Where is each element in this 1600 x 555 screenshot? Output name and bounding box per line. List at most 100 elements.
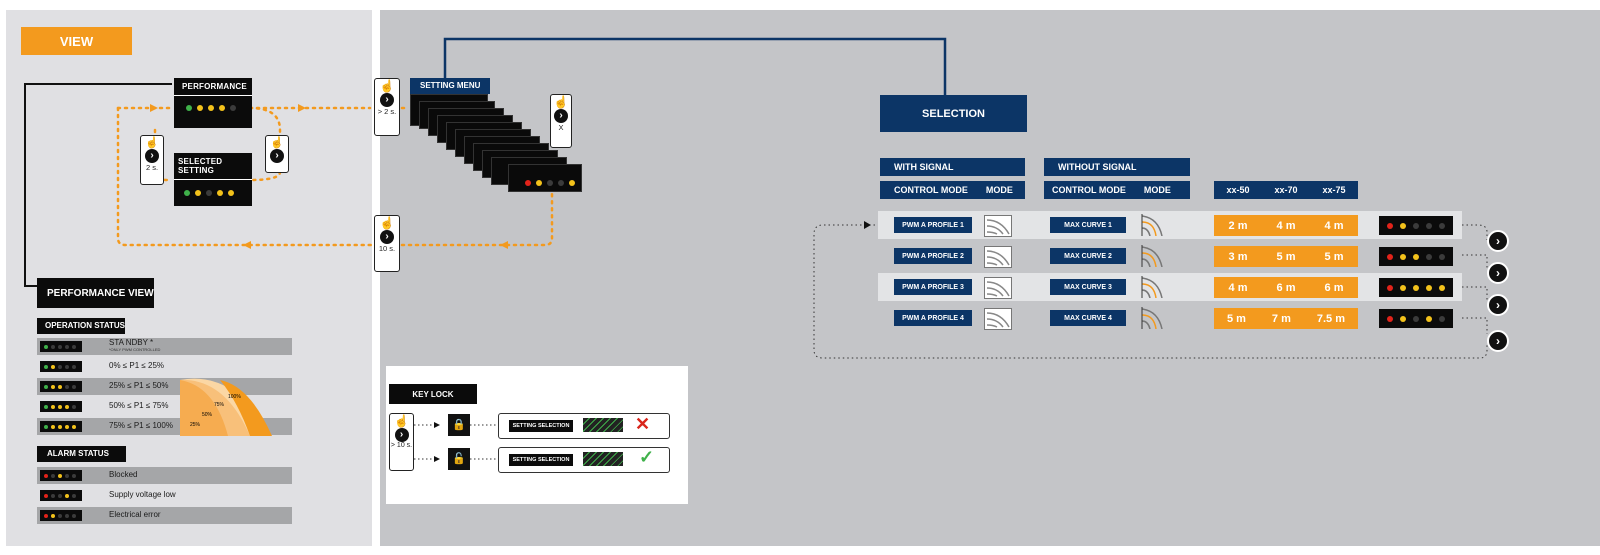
chevron-right-icon: ›: [394, 428, 409, 442]
operation-status-row: 50% ≤ P1 ≤ 75%: [37, 398, 292, 415]
max-curve-icon: [1140, 276, 1164, 299]
timer-x: X: [558, 123, 564, 132]
without-signal-header: WITHOUT SIGNAL: [1044, 158, 1190, 176]
chevron-right-icon: ›: [270, 149, 284, 163]
selected-setting-label: SELECTED SETTING: [174, 153, 252, 180]
curve-label-25: 25%: [190, 422, 201, 428]
operation-status-label: 75% ≤ P1 ≤ 100%: [109, 421, 173, 430]
chevron-right-icon: ›: [380, 230, 394, 244]
distance-value: 5 m: [1226, 312, 1246, 325]
operation-status-note: *ONLY PWM CONTROLLED: [109, 347, 161, 352]
pwm-profile-label[interactable]: PWM A PROFILE 2: [894, 248, 972, 264]
distance-value: 3 m: [1228, 250, 1248, 263]
alarm-status-label: Supply voltage low: [109, 490, 176, 499]
distance-value: 4 m: [1228, 281, 1248, 294]
pwm-profile-label[interactable]: PWM A PROFILE 1: [894, 217, 972, 233]
operation-status-label: 50% ≤ P1 ≤ 75%: [109, 401, 169, 410]
selection-title: SELECTION: [880, 95, 1027, 132]
key-lock-press-button[interactable]: ☝ › > 10 s.: [389, 413, 414, 471]
distance-value: 2 m: [1228, 219, 1248, 232]
timer-2s: 2 s.: [145, 163, 159, 172]
press-button-10s[interactable]: ☝ › 10 s.: [374, 215, 400, 272]
pwm-profile-label[interactable]: PWM A PROFILE 3: [894, 279, 972, 295]
led-indicator: [40, 381, 82, 392]
alarm-status-row: Electrical error: [37, 507, 292, 524]
setting-cards-icon: [583, 452, 623, 466]
distance-value: 5 m: [1276, 250, 1296, 263]
curve-label-100: 100%: [228, 394, 241, 400]
press-button-more-2s[interactable]: ☝ › > 2 s.: [374, 78, 400, 136]
performance-view-title: PERFORMANCE VIEW: [37, 278, 154, 308]
next-button-4[interactable]: ›: [1487, 330, 1509, 352]
distance-value: 7 m: [1271, 312, 1291, 325]
operation-status-row: 0% ≤ P1 ≤ 25%: [37, 358, 292, 375]
led-indicator: [40, 470, 82, 481]
led-indicator: [1379, 278, 1453, 297]
with-signal-columns: CONTROL MODE MODE: [880, 181, 1025, 199]
next-button-3[interactable]: ›: [1487, 294, 1509, 316]
hand-icon: ☝: [270, 137, 284, 149]
max-curve-icon: [1140, 307, 1164, 330]
hand-icon: ☝: [553, 95, 569, 109]
setting-selection-locked: SETTING SELECTION ✕: [498, 413, 670, 439]
key-lock-timer: > 10 s.: [390, 442, 413, 449]
pwm-mode-icon: [984, 277, 1012, 299]
next-button-1[interactable]: ›: [1487, 230, 1509, 252]
press-button-selected[interactable]: ☝ ›: [265, 135, 289, 173]
performance-curve-chart: 100% 75% 50% 25%: [180, 378, 272, 436]
key-lock-arrows: [414, 422, 500, 462]
timer-10s: 10 s.: [378, 244, 396, 253]
setting-cards-icon: [583, 418, 623, 432]
hand-icon: ☝: [394, 414, 409, 428]
mode-header: MODE: [985, 185, 1013, 195]
lock-open-icon: 🔓: [448, 448, 470, 470]
pwm-mode-icon: [984, 246, 1012, 268]
selected-setting-display: SELECTED SETTING: [174, 153, 252, 206]
control-mode-header: CONTROL MODE: [1052, 185, 1126, 195]
led-indicator: [40, 401, 82, 412]
distance-value: 4 m: [1276, 219, 1296, 232]
hand-icon: ☝: [379, 79, 395, 93]
chevron-right-icon: ›: [380, 93, 394, 107]
setting-menu-last-card: [508, 164, 582, 192]
alarm-status-row: Blocked: [37, 467, 292, 484]
curve-label-50: 50%: [202, 412, 213, 418]
distance-value: 4 m: [1324, 219, 1344, 232]
led-indicator: [1379, 247, 1453, 266]
setting-selection-label: SETTING SELECTION: [509, 420, 573, 432]
press-button-x[interactable]: ☝ › X: [550, 94, 572, 148]
cross-icon: ✕: [635, 414, 651, 434]
hand-crossed-icon: ☝: [145, 137, 159, 149]
key-lock-title: KEY LOCK: [389, 384, 477, 404]
model-xx-70: xx-70: [1274, 185, 1298, 195]
performance-leds: [174, 96, 252, 113]
selected-setting-leds: [174, 180, 252, 198]
next-button-2[interactable]: ›: [1487, 262, 1509, 284]
setting-selection-unlocked: SETTING SELECTION ✓: [498, 447, 670, 473]
hand-crossed-icon: ☝: [379, 216, 395, 230]
led-indicator: [40, 421, 82, 432]
led-indicator: [40, 341, 82, 352]
control-mode-header: CONTROL MODE: [894, 185, 968, 195]
max-curve-label[interactable]: MAX CURVE 4: [1050, 310, 1126, 326]
pwm-mode-icon: [984, 215, 1012, 237]
pwm-profile-label[interactable]: PWM A PROFILE 4: [894, 310, 972, 326]
max-curve-label[interactable]: MAX CURVE 3: [1050, 279, 1126, 295]
led-indicator: [40, 490, 82, 501]
checkmark-icon: ✓: [639, 447, 655, 467]
profile-row-bg: [878, 211, 1462, 239]
max-curve-label[interactable]: MAX CURVE 1: [1050, 217, 1126, 233]
led-indicator: [1379, 216, 1453, 235]
alarm-status-label: Blocked: [109, 470, 138, 479]
alarm-status-title: ALARM STATUS: [37, 446, 126, 462]
alarm-status-label: Electrical error: [109, 510, 161, 519]
press-button-2s[interactable]: ☝ › 2 s.: [140, 135, 164, 185]
profile-row-bg: [878, 273, 1462, 301]
operation-status-label: 0% ≤ P1 ≤ 25%: [109, 361, 165, 370]
model-xx-50: xx-50: [1226, 185, 1250, 195]
mode-header: MODE: [1143, 185, 1171, 195]
max-curve-label[interactable]: MAX CURVE 2: [1050, 248, 1126, 264]
